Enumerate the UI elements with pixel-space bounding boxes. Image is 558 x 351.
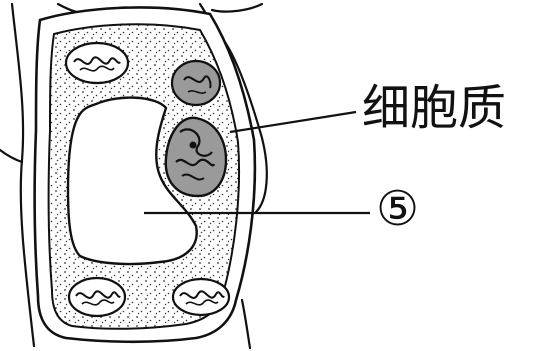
nucleus [166, 118, 226, 196]
chloroplast-bottom-left [69, 278, 125, 316]
chloroplast-top-left [66, 43, 128, 83]
label-marker-5: ⑤ [376, 185, 419, 233]
chloroplast-bottom-right [173, 279, 229, 315]
label-cytoplasm: 细胞质 [362, 84, 506, 132]
organelle-top [172, 61, 220, 105]
